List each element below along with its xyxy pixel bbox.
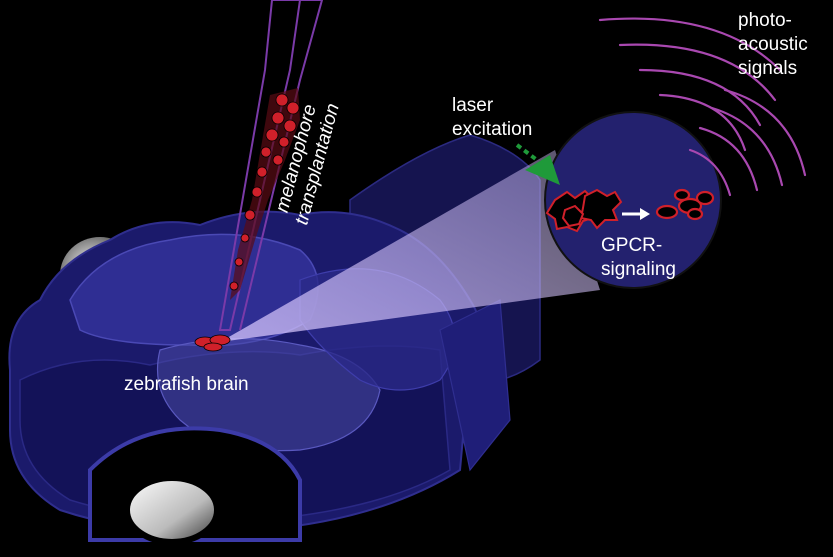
laser-line: laser — [452, 95, 494, 116]
acoustic-line: acoustic — [738, 34, 808, 55]
melanophores-aggregated — [545, 188, 623, 233]
zebrafish-brain-label: zebrafish brain — [124, 374, 249, 395]
laser-cone — [220, 150, 600, 342]
bottom-eye — [124, 475, 220, 545]
photoacoustic-waves — [598, 17, 807, 197]
arrow-down-right-icon — [515, 143, 560, 185]
gpcr-line: GPCR- — [601, 235, 663, 256]
signals-line: signals — [738, 58, 798, 79]
arrow-right-icon — [622, 208, 650, 220]
laser-excitation-label: laser excitation — [452, 94, 532, 142]
zoom-circle — [544, 111, 722, 289]
signaling-line: signaling — [601, 259, 676, 280]
injection-site — [194, 334, 231, 352]
brain-right-plane — [439, 299, 511, 472]
melanophores-dispersed — [655, 188, 715, 221]
gpcr-signaling-label: GPCR- signaling — [601, 234, 676, 282]
photo-line: photo- — [738, 10, 792, 31]
excitation-line: excitation — [452, 119, 533, 140]
photoacoustic-signals-label: photo- acoustic signals — [738, 9, 808, 81]
pipette — [218, 0, 324, 331]
brain-midbrain — [156, 337, 381, 452]
